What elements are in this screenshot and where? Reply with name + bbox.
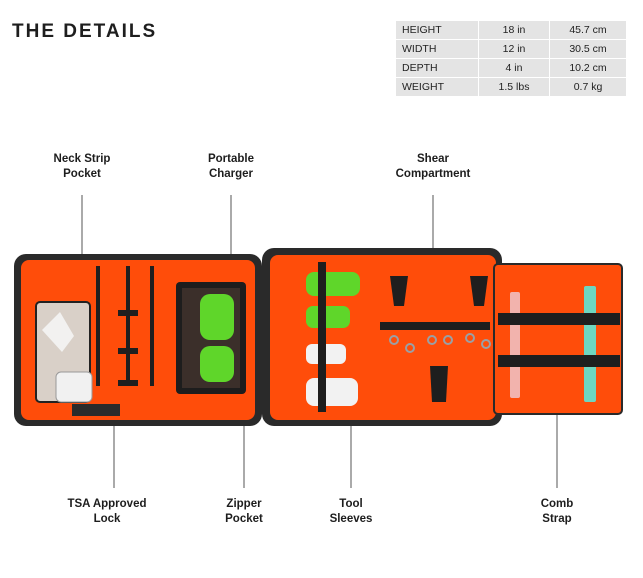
- left-compartment: [14, 254, 262, 426]
- portable-charger: [200, 294, 234, 340]
- comb-strap: [498, 313, 620, 325]
- page-title: THE DETAILS: [12, 21, 158, 42]
- label-comb-strap: Comb Strap: [540, 498, 574, 525]
- spec-metric: 30.5 cm: [549, 39, 627, 59]
- label-portable-charger: Portable Charger: [207, 153, 254, 180]
- table-row: DEPTH 4 in 10.2 cm: [395, 58, 627, 78]
- label-tool-sleeves: Tool Sleeves: [329, 498, 373, 525]
- tool-sleeves: [306, 262, 360, 412]
- spec-metric: 0.7 kg: [549, 77, 627, 97]
- spec-label: WEIGHT: [395, 77, 479, 97]
- spec-imperial: 12 in: [478, 39, 550, 59]
- table-row: WIDTH 12 in 30.5 cm: [395, 39, 627, 59]
- spec-metric: 45.7 cm: [549, 20, 627, 40]
- comb-teal: [584, 286, 596, 402]
- spec-label: HEIGHT: [395, 20, 479, 40]
- comb-pink: [510, 292, 520, 398]
- label-neck-strip-pocket: Neck Strip Pocket: [53, 153, 111, 180]
- spec-label: DEPTH: [395, 58, 479, 78]
- table-row: WEIGHT 1.5 lbs 0.7 kg: [395, 77, 627, 97]
- dimensions-table: HEIGHT 18 in 45.7 cm WIDTH 12 in 30.5 cm…: [395, 20, 627, 97]
- spec-imperial: 1.5 lbs: [478, 77, 550, 97]
- tsa-lock: [55, 371, 93, 403]
- spec-metric: 10.2 cm: [549, 58, 627, 78]
- spec-imperial: 18 in: [478, 20, 550, 40]
- label-shear-compartment: Shear Compartment: [395, 153, 471, 180]
- comb-flap: [493, 263, 623, 415]
- label-tsa-approved-lock: TSA Approved Lock: [67, 498, 147, 525]
- shear-compartment: [262, 248, 502, 426]
- table-row: HEIGHT 18 in 45.7 cm: [395, 20, 627, 40]
- spec-imperial: 4 in: [478, 58, 550, 78]
- label-zipper-pocket: Zipper Pocket: [225, 498, 263, 525]
